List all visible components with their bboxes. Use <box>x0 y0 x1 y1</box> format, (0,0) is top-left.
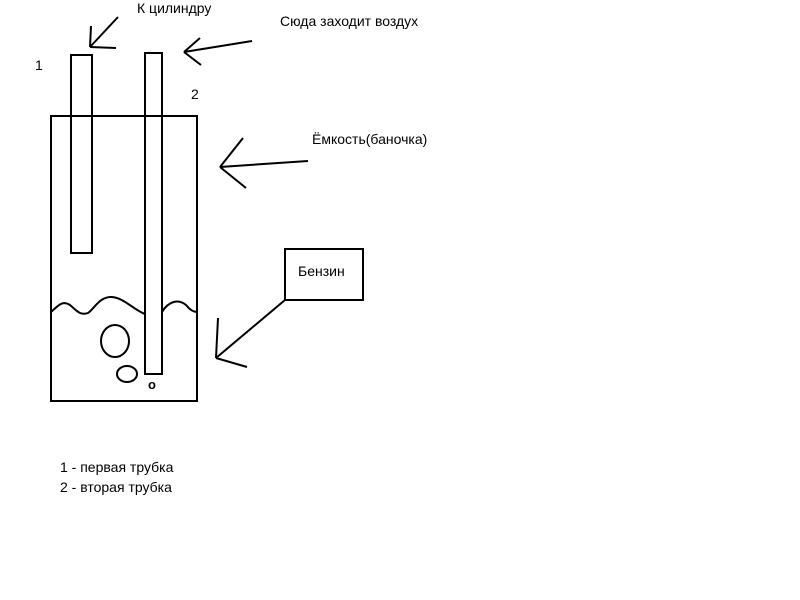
arrow-gasoline <box>215 299 286 368</box>
arrow-to-cylinder <box>89 16 119 49</box>
tube-1-number: 1 <box>35 57 43 73</box>
tube-2-number: 2 <box>191 86 199 102</box>
label-container: Ёмкость(баночка) <box>312 131 427 147</box>
label-to-cylinder: К цилиндру <box>137 0 211 16</box>
gasoline-label-box <box>284 248 364 301</box>
arrow-container <box>219 137 309 189</box>
tube-1 <box>70 54 93 254</box>
label-gasoline: Бензин <box>298 263 345 279</box>
tube-2 <box>144 52 163 375</box>
bubble-large <box>100 324 130 358</box>
container-jar <box>50 115 198 402</box>
bubble-mark: o <box>148 377 156 392</box>
gasoline-surface <box>50 295 198 315</box>
legend-item-1: 1 - первая трубка <box>60 459 174 475</box>
legend-item-2: 2 - вторая трубка <box>60 479 172 495</box>
bubble-small <box>116 365 138 383</box>
arrow-air-inlet <box>183 37 253 66</box>
label-air-inlet: Сюда заходит воздух <box>280 13 418 29</box>
